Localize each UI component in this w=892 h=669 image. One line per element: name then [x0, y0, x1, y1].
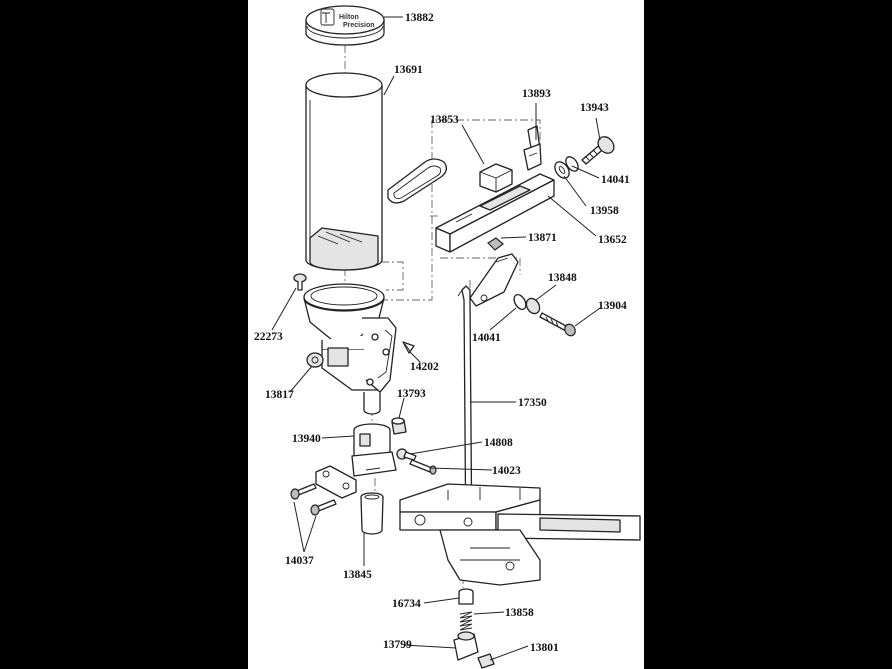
label-13691: 13691 [394, 64, 423, 76]
screw-13904 [539, 312, 576, 337]
measure-body-13940 [351, 423, 397, 477]
label-13882: 13882 [405, 12, 434, 24]
label-13858: 13858 [505, 607, 534, 619]
label-13801: 13801 [530, 642, 559, 654]
label-14023: 14023 [492, 465, 521, 477]
reservoir-tube-13691 [305, 72, 383, 271]
label-13871: 13871 [528, 232, 557, 244]
cone-14202 [402, 341, 415, 354]
label-14037: 14037 [285, 555, 314, 567]
bolt-13943 [581, 136, 615, 165]
screw-22273 [293, 273, 307, 291]
label-13853: 13853 [430, 114, 459, 126]
cap-logo-line1: Hilton [339, 14, 359, 21]
nut-13848 [525, 297, 541, 315]
slide-block-13853 [479, 163, 513, 193]
bushing-16734 [458, 588, 474, 605]
label-13848: 13848 [548, 272, 577, 284]
cap-logo-line2: Precision [343, 22, 375, 29]
label-22273: 22273 [254, 331, 283, 343]
label-14041-bottom: 14041 [472, 332, 501, 344]
slide-bar-13652 [435, 173, 555, 253]
screw-14023 [409, 459, 437, 475]
funnel-hopper [303, 283, 397, 415]
leader-lines [271, 16, 601, 661]
label-17350: 17350 [518, 397, 547, 409]
gasket-ring [387, 158, 448, 204]
label-14041-top: 14041 [601, 174, 630, 186]
clamp-plate [315, 465, 357, 499]
nut-13817 [306, 352, 324, 368]
clip-13893 [523, 125, 542, 171]
pin-14808 [396, 448, 417, 461]
label-13943: 13943 [580, 102, 609, 114]
label-14202: 14202 [410, 361, 439, 373]
label-13940: 13940 [292, 433, 321, 445]
label-13793: 13793 [397, 388, 426, 400]
label-14808: 14808 [484, 437, 513, 449]
cylinder-13845 [360, 492, 384, 535]
press-frame [399, 483, 641, 586]
shim-13801 [477, 653, 495, 669]
label-13652: 13652 [598, 234, 627, 246]
label-13893: 13893 [522, 88, 551, 100]
washer-14041b [513, 293, 527, 311]
label-13904: 13904 [598, 300, 627, 312]
screws-14037 [290, 483, 337, 516]
part-number-labels: 13882 13691 13893 13943 13853 14041 1395… [254, 12, 630, 654]
label-13845: 13845 [343, 569, 372, 581]
bottom-clamp-13799 [453, 631, 479, 661]
spring-13858 [459, 611, 473, 631]
sleeve-13793 [391, 417, 407, 435]
label-13817: 13817 [265, 389, 294, 401]
nut-13871 [487, 237, 504, 251]
powder-cap-13882: Hilton Precision [305, 5, 385, 46]
label-13958: 13958 [590, 205, 619, 217]
label-13799: 13799 [383, 639, 412, 651]
arm-bracket [469, 253, 519, 307]
label-16734: 16734 [392, 598, 421, 610]
